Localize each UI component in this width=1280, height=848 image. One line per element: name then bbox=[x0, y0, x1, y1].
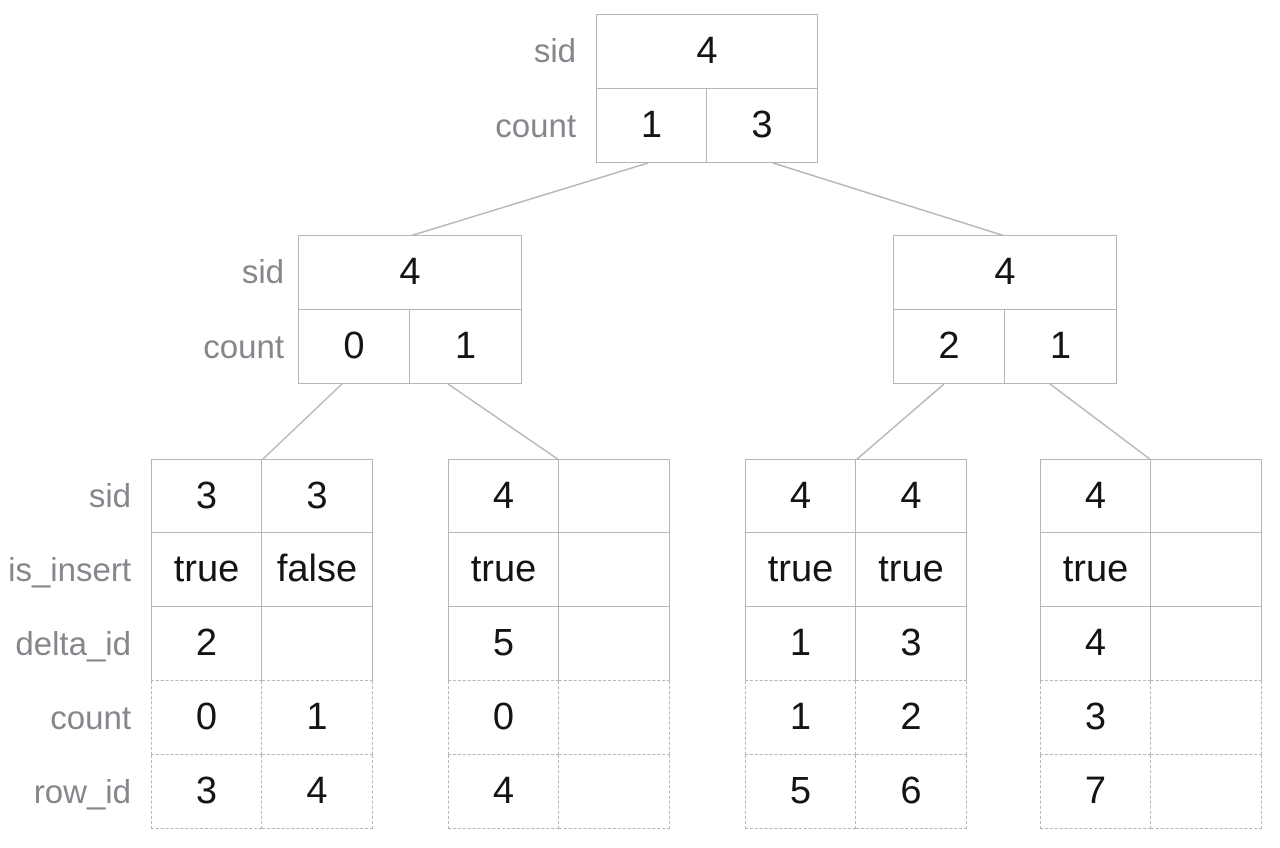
leaf-row-label-row-id: row_id bbox=[33, 773, 131, 810]
leaf4-count-cell-left: 3 bbox=[1040, 681, 1151, 755]
internal-left-count-cell-left: 0 bbox=[299, 309, 410, 383]
leaf1-count-cell-left: 0 bbox=[151, 681, 262, 755]
internal-right-count-cell-right: 1 bbox=[1049, 324, 1072, 367]
leaf4-is-insert-cell-right bbox=[1151, 533, 1262, 607]
leaf2-sid-cell-right bbox=[559, 459, 670, 533]
leaf1-sid-cell-right: 3 bbox=[262, 459, 373, 533]
leaf4-sid-cell-left: 4 bbox=[1040, 459, 1151, 533]
leaf1-is-insert-cell-left: true bbox=[151, 533, 262, 607]
leaf2-delta-id-cell-right bbox=[559, 607, 670, 681]
root-row-label-count: count bbox=[495, 107, 576, 144]
leaf1-is-insert-cell-right: false bbox=[262, 533, 373, 607]
internal-right-count-row: 2 1 bbox=[894, 309, 1116, 383]
leaf1-row-id-cell-right: 4 bbox=[262, 755, 373, 829]
leaf-row-label-sid: sid bbox=[88, 477, 131, 514]
root-sid-cell: 4 bbox=[696, 29, 718, 72]
root-count-cell-left: 1 bbox=[597, 88, 707, 162]
leaf2-row-id-cell-left: 4 bbox=[448, 755, 559, 829]
root-sid-row: 4 bbox=[597, 15, 817, 89]
leaf2-delta-id-cell-left: 5 bbox=[448, 607, 559, 681]
leaf4-row-id-cell-right bbox=[1151, 755, 1262, 829]
root-node: 4 1 3 bbox=[596, 14, 818, 163]
internal-node-right: 4 2 1 bbox=[893, 235, 1117, 384]
internal-right-count-cell-left: 2 bbox=[894, 309, 1005, 383]
leaf2-count-cell-right bbox=[559, 681, 670, 755]
leaf-node-3: 4 4 true true 1 3 1 2 5 6 bbox=[745, 459, 967, 829]
edge-left-child-to-leaf2 bbox=[447, 383, 560, 461]
edge-right-child-to-leaf3 bbox=[855, 383, 945, 461]
internal-left-sid-cell: 4 bbox=[399, 250, 421, 293]
leaf-row-label-is-insert: is_insert bbox=[8, 551, 131, 588]
leaf1-delta-id-cell-left: 2 bbox=[151, 607, 262, 681]
root-row-label-sid: sid bbox=[533, 32, 576, 69]
leaf2-count-cell-left: 0 bbox=[448, 681, 559, 755]
leaf2-is-insert-cell-left: true bbox=[448, 533, 559, 607]
leaf3-delta-id-cell-left: 1 bbox=[745, 607, 856, 681]
leaf3-delta-id-cell-right: 3 bbox=[856, 607, 967, 681]
leaf3-count-cell-right: 2 bbox=[856, 681, 967, 755]
leaf-row-label-delta-id: delta_id bbox=[15, 625, 131, 662]
leaf3-sid-cell-left: 4 bbox=[745, 459, 856, 533]
leaf3-count-cell-left: 1 bbox=[745, 681, 856, 755]
edge-left-child-to-leaf1 bbox=[261, 383, 343, 461]
internal-row-label-count: count bbox=[203, 328, 284, 365]
leaf3-is-insert-cell-left: true bbox=[745, 533, 856, 607]
leaf1-count-cell-right: 1 bbox=[262, 681, 373, 755]
leaf3-row-id-cell-left: 5 bbox=[745, 755, 856, 829]
leaf-node-4: 4 true 4 3 7 bbox=[1040, 459, 1262, 829]
leaf4-delta-id-cell-right bbox=[1151, 607, 1262, 681]
root-count-cell-right: 3 bbox=[751, 103, 773, 146]
edge-right-child-to-leaf4 bbox=[1049, 383, 1152, 461]
internal-right-sid-row: 4 bbox=[894, 236, 1116, 310]
leaf4-count-cell-right bbox=[1151, 681, 1262, 755]
leaf4-delta-id-cell-left: 4 bbox=[1040, 607, 1151, 681]
leaf-row-label-count: count bbox=[50, 699, 131, 736]
leaf2-row-id-cell-right bbox=[559, 755, 670, 829]
internal-node-left: 4 0 1 bbox=[298, 235, 522, 384]
leaf1-sid-cell-left: 3 bbox=[151, 459, 262, 533]
internal-right-sid-cell: 4 bbox=[994, 250, 1016, 293]
leaf-node-1: 3 3 true false 2 0 1 3 4 bbox=[151, 459, 373, 829]
leaf2-sid-cell-left: 4 bbox=[448, 459, 559, 533]
leaf1-delta-id-cell-right bbox=[262, 607, 373, 681]
leaf4-sid-cell-right bbox=[1151, 459, 1262, 533]
leaf-node-2: 4 true 5 0 4 bbox=[448, 459, 670, 829]
internal-row-label-sid: sid bbox=[241, 253, 284, 290]
leaf1-row-id-cell-left: 3 bbox=[151, 755, 262, 829]
root-count-row: 1 3 bbox=[597, 88, 817, 162]
leaf2-is-insert-cell-right bbox=[559, 533, 670, 607]
edge-root-to-right-child bbox=[772, 162, 1006, 237]
internal-left-count-cell-right: 1 bbox=[454, 324, 477, 367]
leaf3-row-id-cell-right: 6 bbox=[856, 755, 967, 829]
leaf4-row-id-cell-left: 7 bbox=[1040, 755, 1151, 829]
edge-root-to-left-child bbox=[409, 162, 649, 237]
leaf3-sid-cell-right: 4 bbox=[856, 459, 967, 533]
internal-left-sid-row: 4 bbox=[299, 236, 521, 310]
leaf4-is-insert-cell-left: true bbox=[1040, 533, 1151, 607]
internal-left-count-row: 0 1 bbox=[299, 309, 521, 383]
leaf3-is-insert-cell-right: true bbox=[856, 533, 967, 607]
